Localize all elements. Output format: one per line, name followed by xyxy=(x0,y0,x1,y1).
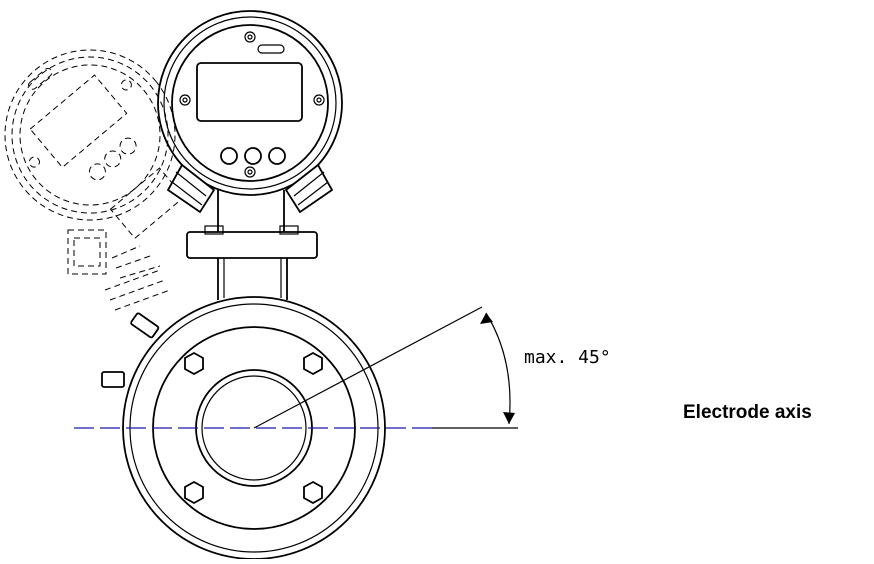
electrode-axis-label: Electrode axis xyxy=(683,402,812,423)
tilted-reference-line xyxy=(253,306,483,429)
bottom-screw xyxy=(244,166,256,178)
flange-bolt-bottom-left xyxy=(184,480,204,505)
right-screw xyxy=(313,94,325,106)
ghost-slot xyxy=(28,67,53,90)
ghost-screw-left xyxy=(28,156,40,168)
ghost-key-2 xyxy=(104,150,122,168)
ghost-key-1 xyxy=(88,163,106,181)
ghost-gland-lines xyxy=(111,245,161,279)
angle-label: max. 45° xyxy=(524,347,611,368)
flange-bolt-right xyxy=(279,225,299,235)
ghost-housing-inner xyxy=(11,56,169,214)
flange-bolt-top-right xyxy=(303,351,323,376)
arc-arrowhead-top xyxy=(480,313,493,324)
angle-dimension xyxy=(253,306,518,429)
ghost-neck xyxy=(109,167,185,240)
housing-outer-ring xyxy=(157,10,343,196)
side-terminal xyxy=(130,312,160,339)
tilted-transmitter-ghost xyxy=(4,49,185,240)
ghost-cable-gland xyxy=(67,229,171,311)
ghost-gland-body xyxy=(67,229,107,275)
ghost-bezel xyxy=(19,64,161,206)
lcd-display-window xyxy=(196,62,303,122)
ghost-display xyxy=(29,74,128,169)
ghost-key-3 xyxy=(119,137,137,155)
left-screw xyxy=(179,94,191,106)
ghost-screw-right xyxy=(120,79,132,91)
top-slot xyxy=(257,44,285,54)
flange-bolt-bottom-right xyxy=(303,480,323,505)
ghost-neck-lines xyxy=(104,269,171,311)
flange-bolt-left xyxy=(204,225,224,235)
keypad-button-2 xyxy=(244,147,262,165)
ghost-housing-outer xyxy=(4,49,176,221)
mounting-flange xyxy=(186,225,318,259)
transmitter-head xyxy=(157,10,343,196)
housing-inner-ring xyxy=(163,16,337,190)
cable-gland-right xyxy=(284,163,334,214)
sensor-neck xyxy=(217,258,288,300)
ghost-gland-inner xyxy=(73,237,101,267)
flange-bolt-top-left xyxy=(184,351,204,376)
keypad-button-3 xyxy=(268,147,286,165)
angle-arc xyxy=(485,312,511,425)
pipe-bore-inner xyxy=(201,375,307,481)
top-screw xyxy=(244,31,256,43)
transmitter-neck xyxy=(217,190,285,232)
arc-arrowhead-bottom xyxy=(503,412,515,424)
cable-gland-left xyxy=(166,163,216,214)
bezel-ring xyxy=(171,24,329,182)
grounding-terminal xyxy=(101,371,125,388)
keypad-button-1 xyxy=(220,147,238,165)
